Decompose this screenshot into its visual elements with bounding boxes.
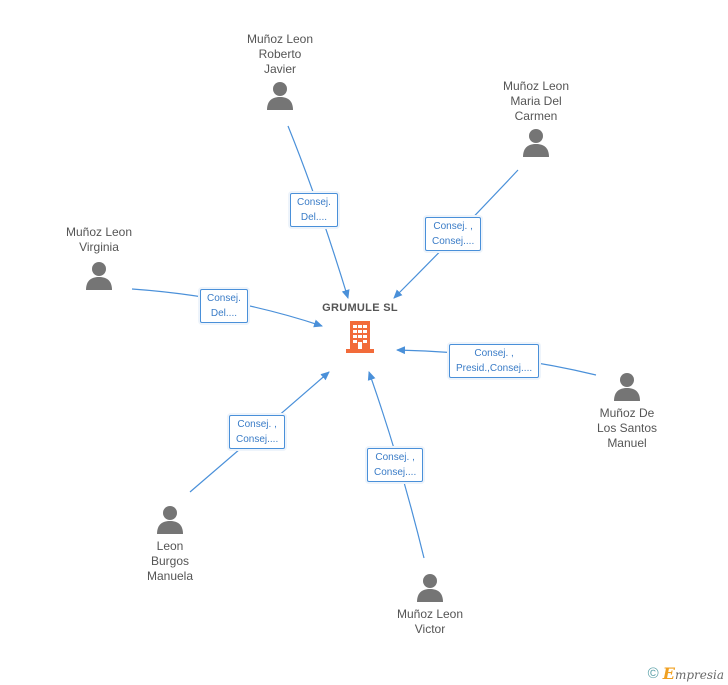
person-icon <box>614 373 640 401</box>
person-name: Muñoz Leon Virginia <box>65 225 133 254</box>
person-node-victor[interactable]: Muñoz Leon Victor <box>382 573 478 637</box>
company-name: GRUMULE SL <box>322 302 398 314</box>
person-icon <box>157 506 183 534</box>
person-node-virginia[interactable]: Muñoz Leon Virginia <box>51 225 147 291</box>
role-label-burgos[interactable]: Consej. , Consej.... <box>229 415 286 449</box>
person-name: Muñoz Leon Maria Del Carmen <box>502 79 570 123</box>
person-icon <box>417 574 443 602</box>
person-name: Leon Burgos Manuela <box>146 539 194 583</box>
role-label-roberto[interactable]: Consej. Del.... <box>290 193 338 227</box>
person-icon <box>267 82 293 110</box>
person-name: Muñoz De Los Santos Manuel <box>596 406 658 450</box>
copyright-icon: © <box>647 665 659 682</box>
role-label-victor[interactable]: Consej. , Consej.... <box>367 448 424 482</box>
person-icon <box>523 129 549 157</box>
role-label-maria[interactable]: Consej. , Consej.... <box>425 217 482 251</box>
role-label-manuel[interactable]: Consej. , Presid.,Consej.... <box>449 344 540 378</box>
building-icon <box>346 321 374 353</box>
person-name: Muñoz Leon Victor <box>396 607 464 636</box>
person-node-manuel[interactable]: Muñoz De Los Santos Manuel <box>579 372 675 451</box>
role-label-virginia[interactable]: Consej. Del.... <box>200 289 248 323</box>
footer-brand: © Empresia <box>648 664 724 683</box>
company-node[interactable]: GRUMULE SL <box>317 302 403 354</box>
person-name: Muñoz Leon Roberto Javier <box>246 32 314 76</box>
person-node-burgos[interactable]: Leon Burgos Manuela <box>122 505 218 584</box>
person-node-roberto[interactable]: Muñoz Leon Roberto Javier <box>232 32 328 111</box>
person-icon <box>86 262 112 290</box>
person-node-maria[interactable]: Muñoz Leon Maria Del Carmen <box>488 79 584 158</box>
empresia-logo: Empresia <box>662 664 724 683</box>
